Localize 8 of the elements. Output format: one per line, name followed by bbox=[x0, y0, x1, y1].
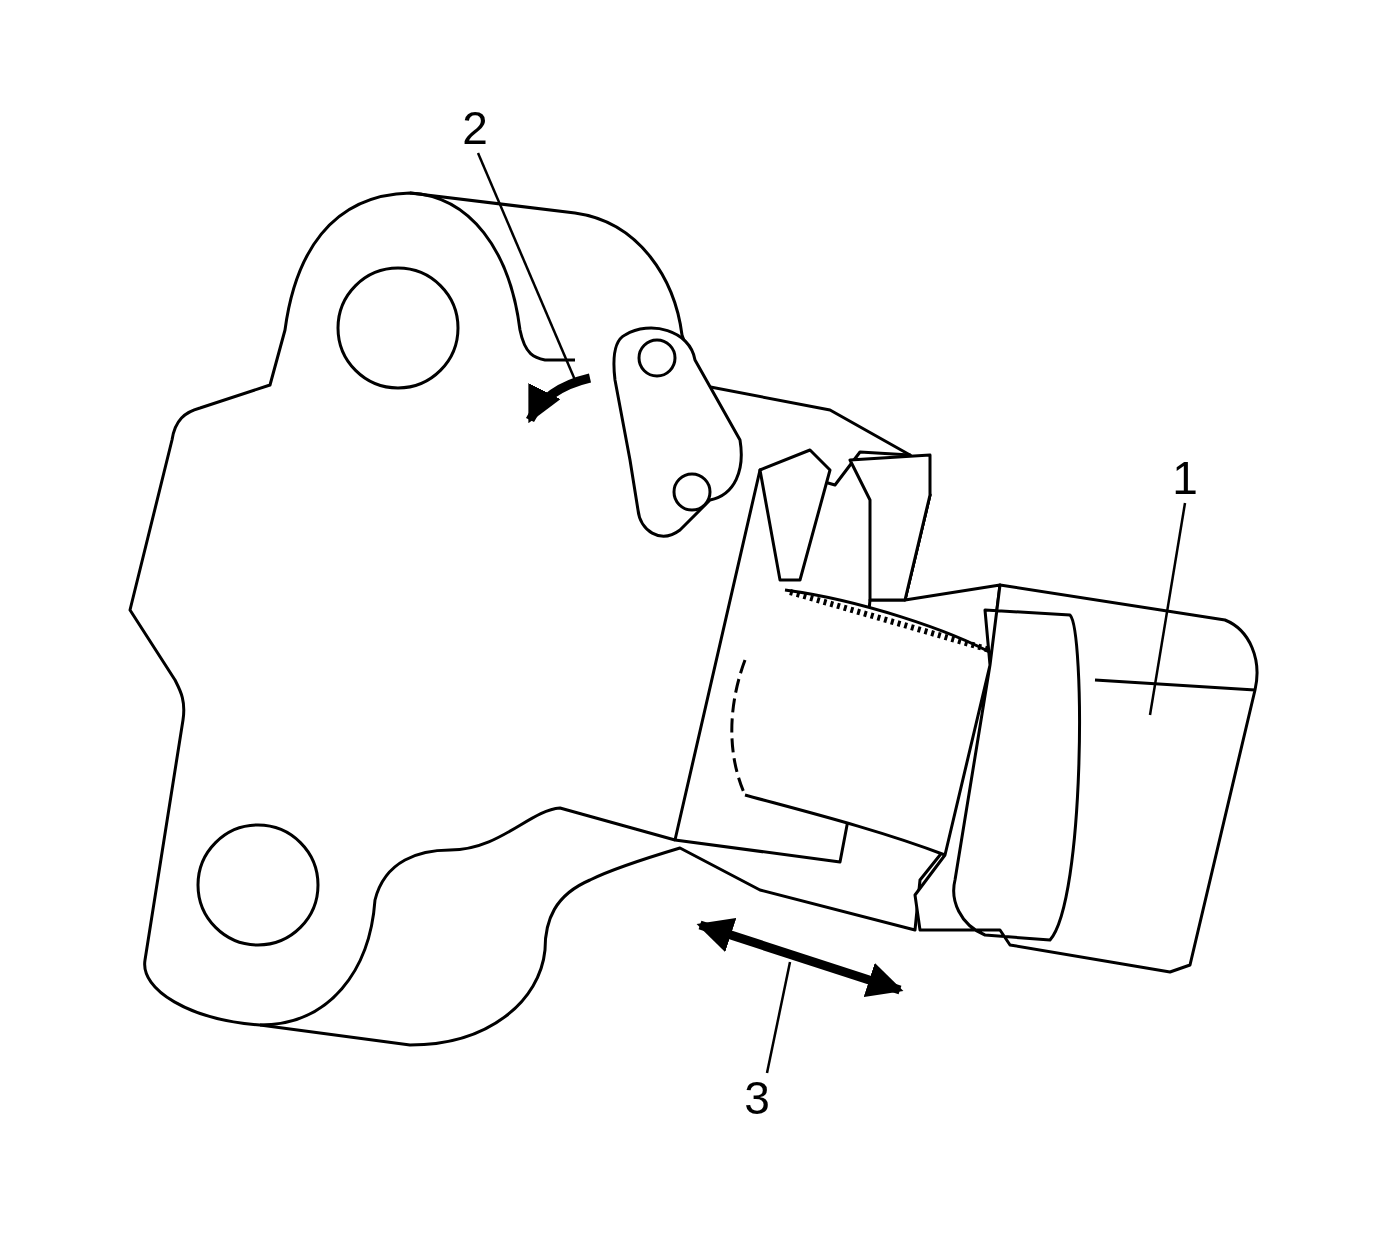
leader-line bbox=[1148, 502, 1187, 716]
leader-line bbox=[476, 152, 577, 381]
callout-number: 1 bbox=[1170, 455, 1200, 501]
direction-arrow bbox=[696, 917, 904, 998]
direction-arrow bbox=[526, 373, 592, 424]
callout-number: 2 bbox=[460, 105, 490, 151]
leader-line bbox=[765, 961, 792, 1074]
callout-number: 3 bbox=[742, 1075, 772, 1121]
